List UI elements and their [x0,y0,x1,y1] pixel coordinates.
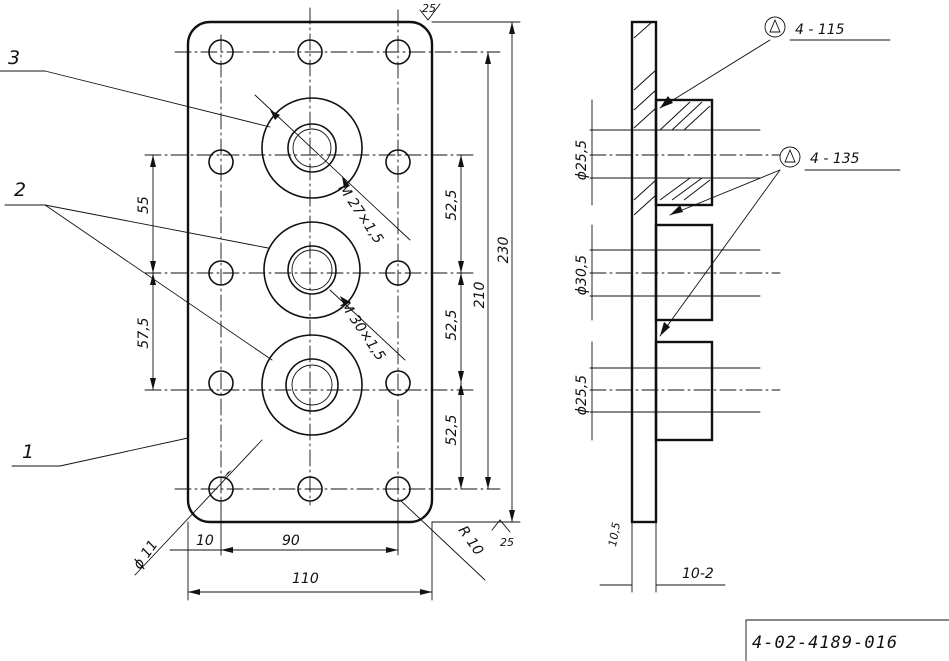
weld-symbol-2: 4 - 135 [659,146,901,337]
dimension-210: 210 [472,51,491,490]
svg-text:M 27×1,5: M 27×1,5 [335,181,387,247]
dimension-52-5-bottom: 52,5 [444,382,464,490]
dimension-110: 110 [187,521,433,601]
dimension-radius: R 10 [399,499,487,581]
svg-text:52,5: 52,5 [444,309,460,340]
svg-text:90: 90 [282,533,300,549]
svg-text:55: 55 [136,196,152,214]
centerlines [144,7,501,506]
flange-middle [263,221,361,319]
roughness-symbol-top: 25 [419,2,441,21]
svg-text:R 10: R 10 [455,523,487,558]
dimension-hole-diameter: ϕ 11 [130,439,263,576]
dimension-55: 55 [136,154,156,274]
dimension-230: 230 [431,21,521,523]
document-number: 4-02-4189-016 [752,633,898,653]
svg-text:ϕ 11: ϕ 11 [130,537,161,572]
svg-text:10-2: 10-2 [682,566,714,582]
callout-2: 2 [4,179,273,361]
side-thickness: 10,5 [599,489,657,593]
svg-text:2: 2 [14,179,26,201]
flange-top [261,97,363,199]
side-diameter-bottom: ϕ25,5 [574,341,593,441]
thread-callout-top: M 27×1,5 [254,94,411,247]
svg-text:52,5: 52,5 [444,189,460,220]
dimension-52-5-top: 52,5 [444,154,464,274]
side-diameter-top: ϕ25,5 [574,99,593,206]
side-gap: 10-2 [655,566,726,586]
svg-text:ϕ25,5: ϕ25,5 [574,140,590,181]
dimension-10: 10 [169,499,399,601]
svg-text:M 30×1,5: M 30×1,5 [337,298,389,364]
side-flange-top [654,98,714,207]
svg-text:3: 3 [8,47,20,69]
part-callouts: 3 2 1 [0,47,273,467]
svg-text:4 - 115: 4 - 115 [795,22,845,38]
svg-text:1: 1 [22,441,34,463]
svg-text:25: 25 [500,536,514,549]
dimension-57-5: 57,5 [136,272,156,391]
svg-text:10: 10 [196,533,214,549]
svg-text:4 - 135: 4 - 135 [810,151,860,167]
svg-text:10,5: 10,5 [606,521,623,547]
svg-text:230: 230 [496,237,512,264]
dimension-90: 90 [220,533,399,553]
thread-callout-mid: M 30×1,5 [329,289,406,364]
side-view: ϕ25,5 ϕ30,5 ϕ25,5 10,5 10-2 4 - [574,16,901,593]
svg-text:52,5: 52,5 [444,414,460,445]
side-centerlines [589,129,781,413]
callout-1: 1 [11,437,189,467]
flange-bottom [261,334,363,436]
callout-3: 3 [0,47,271,128]
svg-text:210: 210 [472,282,488,309]
bolt-holes [208,39,411,502]
svg-text:57,5: 57,5 [136,317,152,348]
dimension-52-5-mid: 52,5 [444,272,464,384]
side-diameter-middle: ϕ30,5 [574,224,593,321]
side-flange-bottom [654,340,714,442]
svg-text:25: 25 [422,2,436,15]
side-flange-middle [654,223,714,322]
document-stamp: 4-02-4189-016 [745,619,949,661]
svg-text:110: 110 [292,571,319,587]
side-plate-hatch [633,21,657,216]
side-plate [630,20,658,524]
side-flange-top-hatch [655,101,713,201]
roughness-symbol-bottom: 25 [491,519,514,549]
weld-symbol-1: 4 - 115 [659,16,891,109]
svg-text:ϕ25,5: ϕ25,5 [574,375,590,416]
front-view: 55 57,5 52,5 52,5 52,5 [130,2,521,601]
svg-text:ϕ30,5: ϕ30,5 [574,255,590,296]
